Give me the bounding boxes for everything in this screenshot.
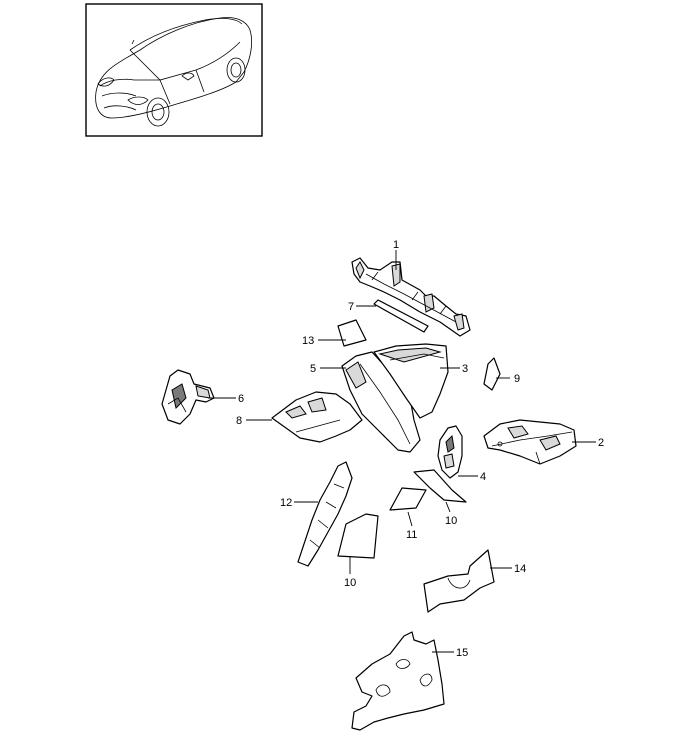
part-4-bracket: [437, 425, 463, 479]
callout-12: 12: [280, 497, 292, 509]
part-1-carrier: [351, 257, 471, 337]
callout-8: 8: [236, 415, 242, 427]
callout-10-lower: 10: [344, 577, 356, 589]
part-2-tray: [483, 419, 577, 465]
part-11-pad: [389, 487, 427, 511]
part-6-bracket: [161, 369, 215, 425]
part-3-insulation: [373, 343, 449, 419]
callout-1: 1: [393, 239, 399, 251]
part-12-strip: [297, 461, 353, 567]
callout-11: 11: [406, 529, 417, 541]
callout-15: 15: [456, 647, 468, 659]
callout-9: 9: [514, 373, 520, 385]
callout-14: 14: [514, 563, 526, 575]
callout-3: 3: [462, 363, 468, 375]
part-5-insulation: [341, 351, 421, 453]
callout-7: 7: [348, 301, 354, 313]
part-10-lower: [337, 513, 379, 559]
callout-2: 2: [598, 437, 604, 449]
callout-10-upper: 10: [445, 515, 457, 527]
callout-6: 6: [238, 393, 244, 405]
part-14-panel: [423, 549, 495, 613]
callout-4: 4: [480, 471, 486, 483]
part-10-upper: [413, 469, 467, 503]
part-9-pad: [483, 357, 501, 391]
leader-lines: [208, 250, 596, 653]
callout-labels: 1 7 13 5 3 9 6 8 2 4 10 11 12 10 14 15: [236, 239, 604, 659]
part-13-pad: [337, 319, 367, 347]
part-7-strip: [373, 299, 429, 333]
vehicle-thumbnail: [85, 3, 263, 137]
callout-5: 5: [310, 363, 316, 375]
callout-13: 13: [302, 335, 314, 347]
part-8-mat: [271, 391, 363, 443]
part-15-panel: [351, 631, 445, 731]
